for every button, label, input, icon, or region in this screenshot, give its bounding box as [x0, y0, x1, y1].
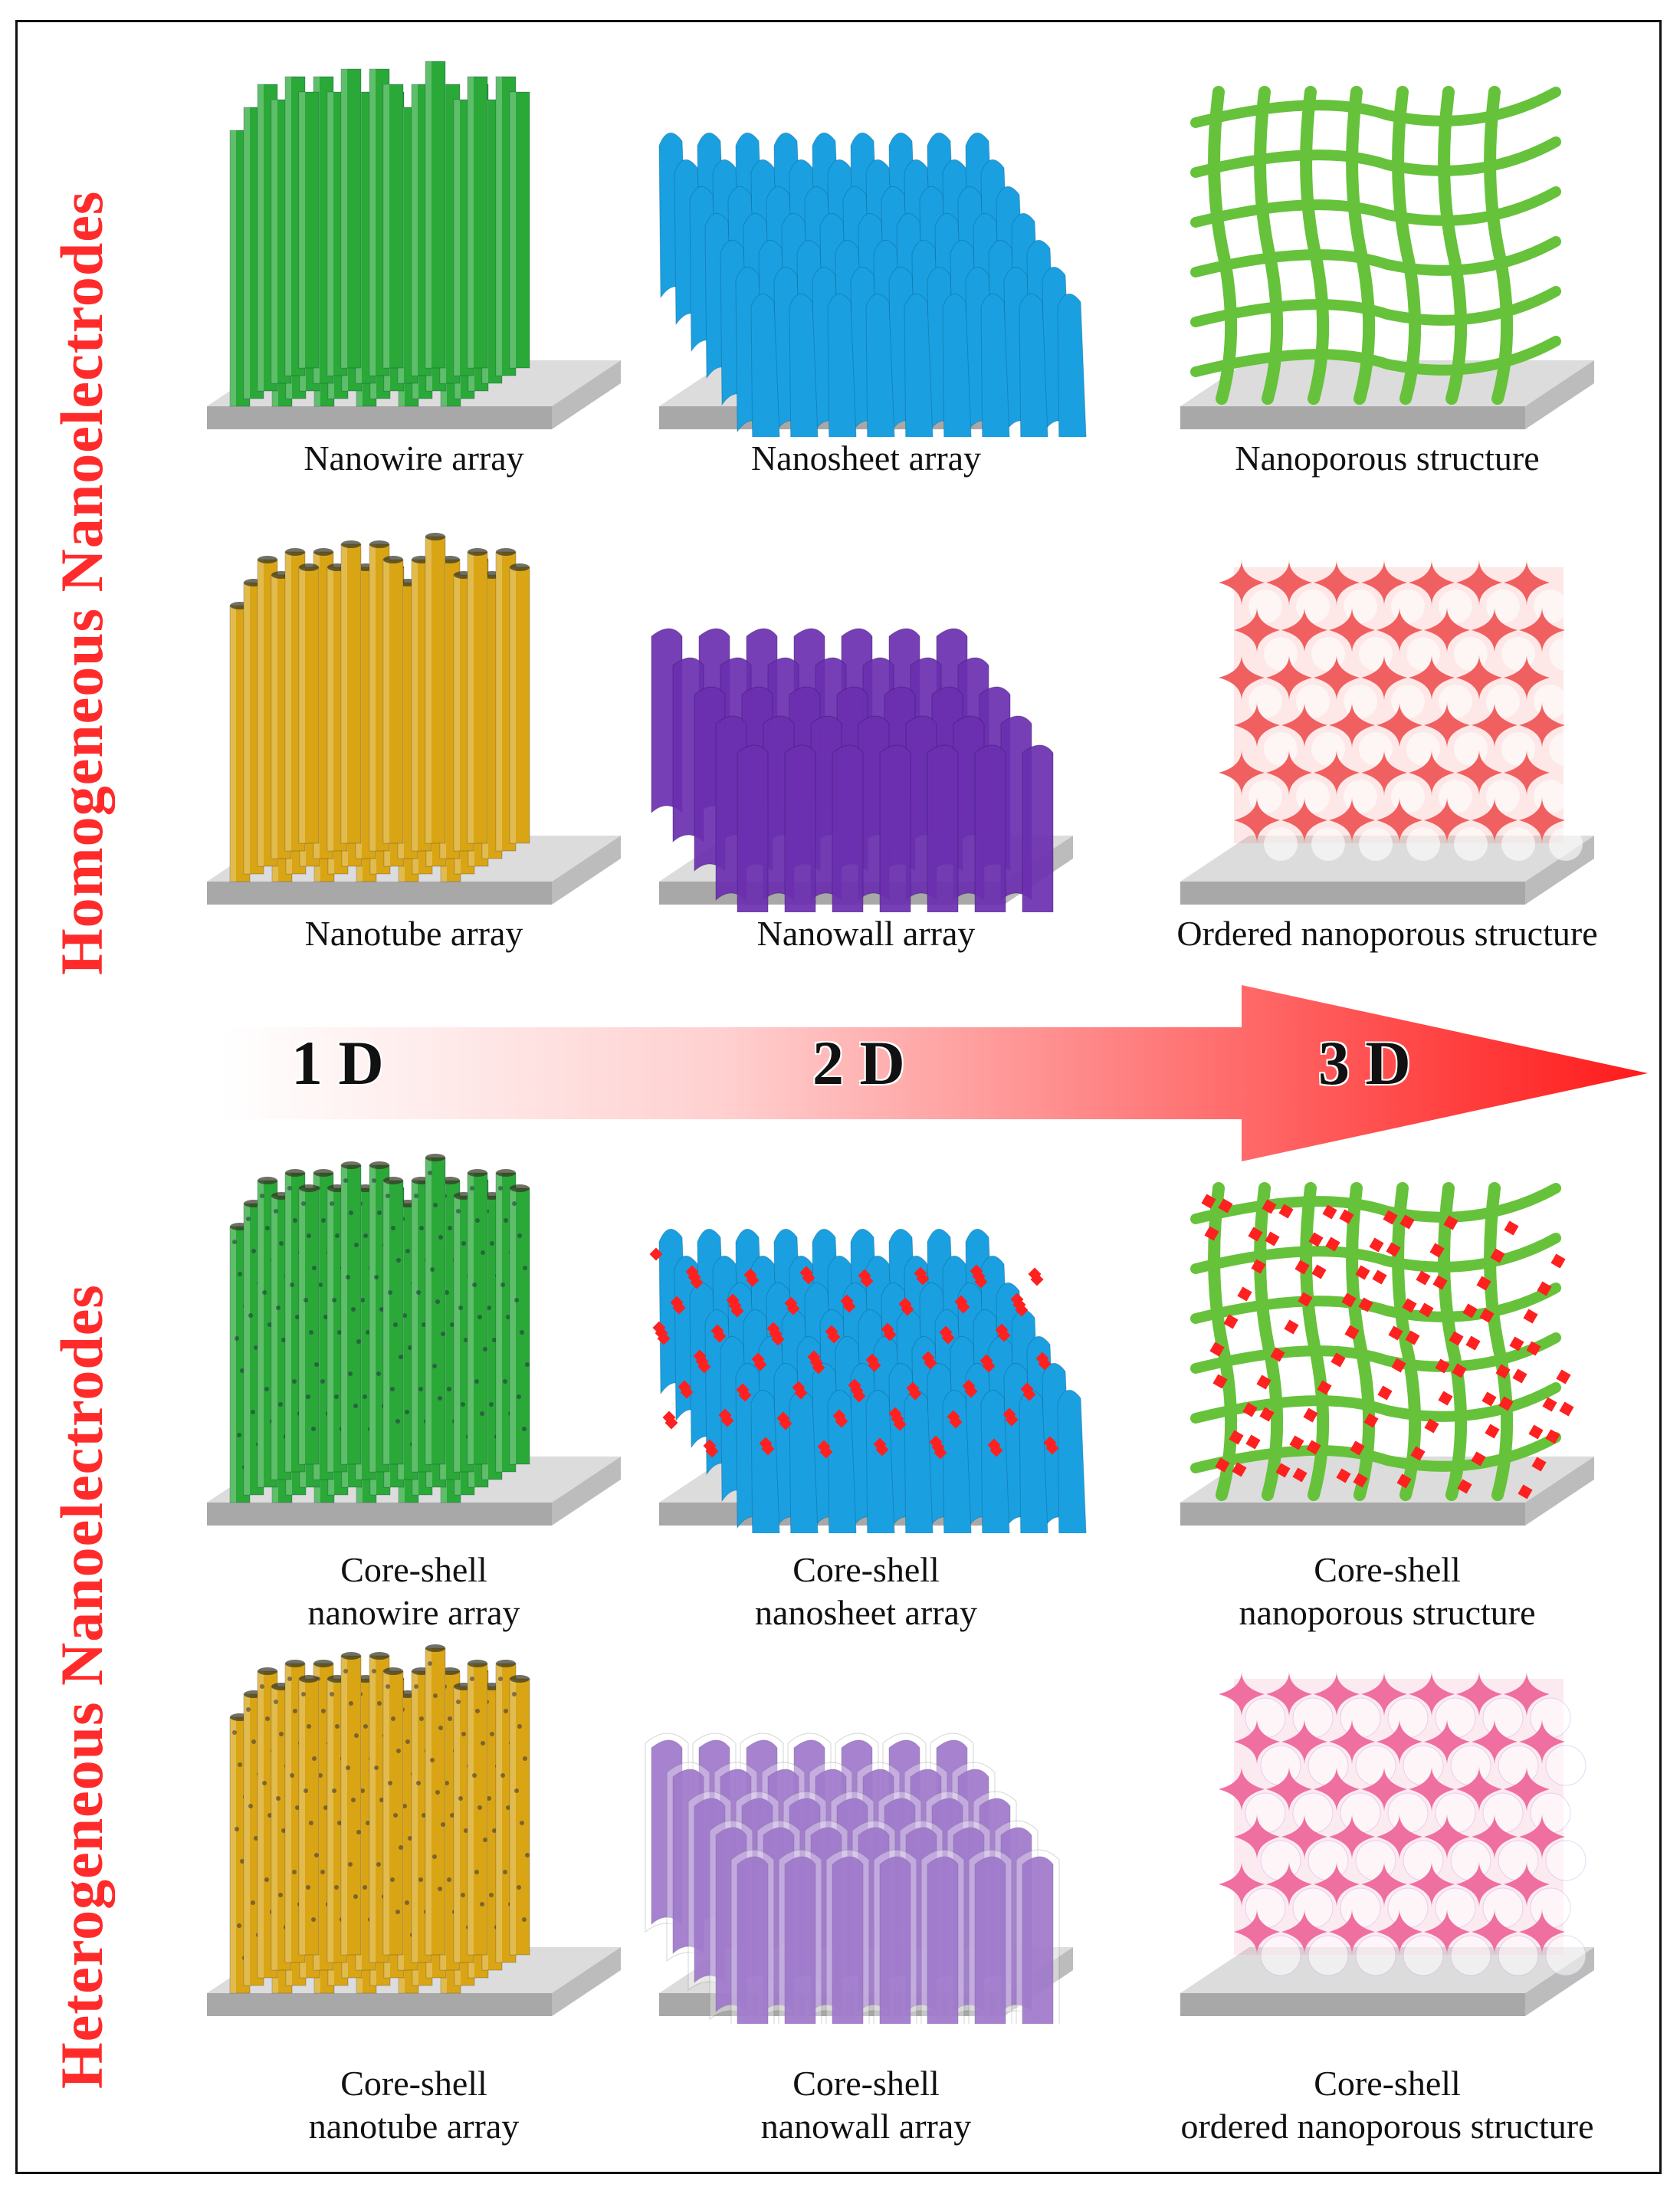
core-shell-nanosheet-array-icon	[649, 1229, 1087, 1533]
homogeneous-title: Homogeneous Nanoelectrodes	[48, 190, 115, 975]
caption-line: Core-shell	[340, 2064, 487, 2103]
structure-caption: Core-shell nanowall array	[628, 2062, 1104, 2148]
figure-frame	[15, 20, 1662, 2174]
caption-line: nanowall array	[760, 2107, 972, 2146]
caption-line: ordered nanoporous structure	[1180, 2107, 1594, 2146]
dimension-label-3d: 3 D	[1318, 1028, 1411, 1098]
nanowire-array-icon	[207, 61, 621, 429]
caption-line: nanowire array	[307, 1593, 520, 1632]
structure-cell: Core-shell nanotube array	[176, 1633, 651, 2162]
caption-line: Nanowire array	[304, 438, 524, 478]
caption-line: Nanoporous structure	[1235, 438, 1540, 478]
structure-caption: Nanowire array	[176, 437, 651, 480]
caption-line: nanotube array	[308, 2107, 520, 2146]
ordered-nanoporous-structure-icon	[1180, 560, 1594, 905]
caption-line: Nanowall array	[756, 914, 976, 953]
structure-cell: Ordered nanoporous structure	[1150, 521, 1625, 1012]
nanowall-array-icon	[651, 628, 1073, 912]
nanotube-array-icon	[207, 533, 621, 905]
caption-line: nanoporous structure	[1239, 1593, 1536, 1632]
heterogeneous-title: Heterogeneous Nanoelectrodes	[48, 1284, 115, 2089]
core-shell-nanoporous-structure-icon	[1180, 1182, 1594, 1526]
dimension-label-2d: 2 D	[812, 1028, 905, 1098]
nanoporous-structure-icon	[1180, 86, 1594, 429]
structure-cell: Nanotube array	[176, 521, 651, 1012]
structure-cell: Core-shell nanoporous structure	[1150, 1142, 1625, 1648]
core-shell-nanowall-array-icon	[645, 1733, 1073, 2024]
structure-cell: Core-shell nanosheet array	[628, 1142, 1104, 1648]
structure-caption: Core-shell nanoporous structure	[1150, 1549, 1625, 1634]
structure-caption: Nanosheet array	[628, 437, 1104, 480]
core-shell-ordered-nanoporous-structure-icon	[1180, 1671, 1594, 2016]
structure-cell: Core-shell nanowall array	[628, 1633, 1104, 2162]
structure-caption: Core-shell ordered nanoporous structure	[1150, 2062, 1625, 2148]
caption-line: Core-shell	[792, 1550, 940, 1589]
structure-cell: Nanoporous structure	[1150, 46, 1625, 537]
structure-caption: Core-shell nanotube array	[176, 2062, 651, 2148]
caption-line: Core-shell	[340, 1550, 487, 1589]
caption-line: Core-shell	[792, 2064, 940, 2103]
structure-caption: Core-shell nanosheet array	[628, 1549, 1104, 1634]
caption-line: Core-shell	[1314, 1550, 1461, 1589]
structure-cell: Nanosheet array	[628, 46, 1104, 537]
caption-line: Ordered nanoporous structure	[1176, 914, 1598, 953]
structure-caption: Core-shell nanowire array	[176, 1549, 651, 1634]
core-shell-nanotube-array-icon	[207, 1644, 621, 2016]
dimension-arrow	[222, 985, 1648, 1161]
structure-caption: Nanoporous structure	[1150, 437, 1625, 480]
structure-cell: Nanowire array	[176, 46, 651, 537]
caption-line: Nanosheet array	[750, 438, 982, 478]
structure-caption: Nanowall array	[628, 912, 1104, 955]
dimension-label-1d: 1 D	[291, 1028, 384, 1098]
caption-line: Nanotube array	[304, 914, 523, 953]
core-shell-nanowire-array-icon	[207, 1154, 621, 1526]
structure-cell: Core-shell ordered nanoporous structure	[1150, 1633, 1625, 2162]
structure-caption: Nanotube array	[176, 912, 651, 955]
nanosheet-array-icon	[658, 133, 1087, 437]
caption-line: Core-shell	[1314, 2064, 1461, 2103]
caption-line: nanosheet array	[755, 1593, 977, 1632]
structure-caption: Ordered nanoporous structure	[1150, 912, 1625, 955]
structure-cell: Nanowall array	[628, 521, 1104, 1012]
structure-cell: Core-shell nanowire array	[176, 1142, 651, 1648]
